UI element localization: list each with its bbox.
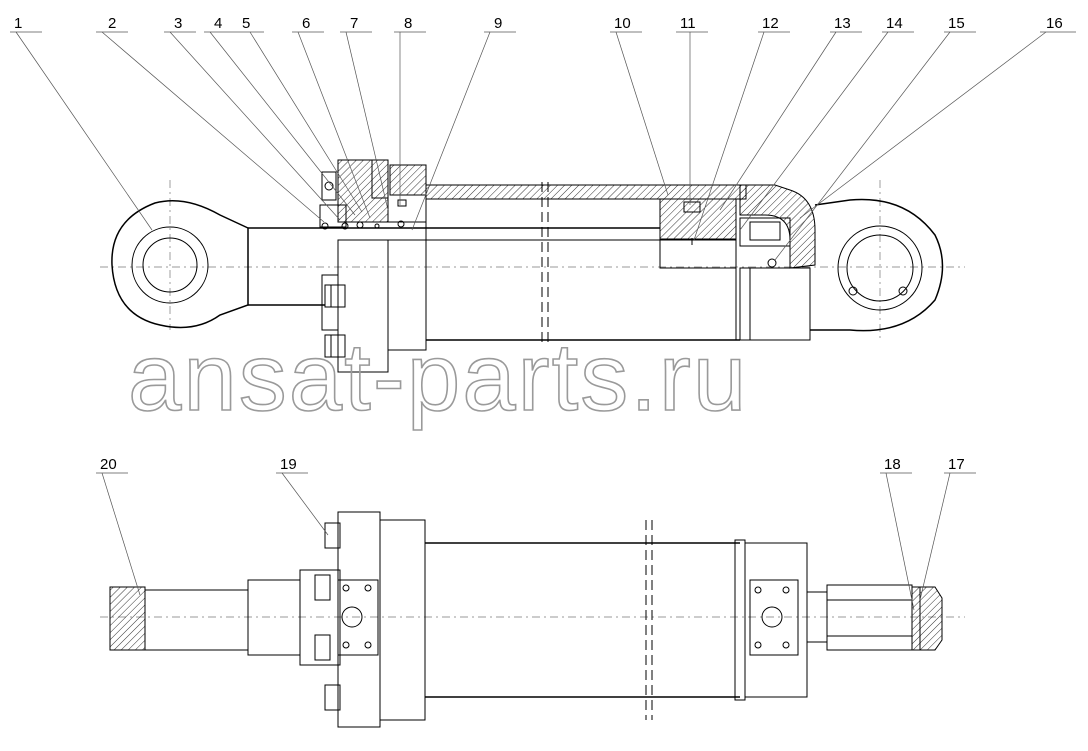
callout-2: 2 (108, 15, 116, 32)
callout-15: 15 (948, 15, 965, 32)
callout-17: 17 (948, 456, 965, 473)
rod-eye (111, 200, 249, 329)
callout-11: 11 (680, 15, 696, 32)
callout-19: 19 (280, 456, 297, 473)
piston (659, 198, 737, 340)
callout-labels: 1 2 3 4 5 6 7 8 9 10 11 12 13 14 15 16 1… (14, 15, 1063, 473)
callout-4: 4 (214, 15, 222, 32)
clevis-eye (810, 198, 944, 332)
callout-5: 5 (242, 15, 250, 32)
callout-6: 6 (302, 15, 310, 32)
callout-3: 3 (174, 15, 182, 32)
callout-14: 14 (886, 15, 903, 32)
callout-20: 20 (100, 456, 117, 473)
callout-8: 8 (404, 15, 412, 32)
piston-rod (248, 227, 660, 306)
watermark-text: ansat-parts.ru (128, 324, 748, 431)
callout-12: 12 (762, 15, 779, 32)
top-section-view (10, 31, 1076, 373)
callout-16: 16 (1046, 15, 1063, 32)
bottom-exterior-view (96, 472, 976, 728)
front-head (319, 159, 427, 373)
callout-18: 18 (884, 456, 901, 473)
leader-lines-top (10, 31, 1076, 261)
callout-1: 1 (14, 15, 22, 32)
callout-9: 9 (494, 15, 502, 32)
rear-head (739, 184, 816, 341)
callout-7: 7 (350, 15, 358, 32)
callout-10: 10 (614, 15, 631, 32)
callout-13: 13 (834, 15, 851, 32)
